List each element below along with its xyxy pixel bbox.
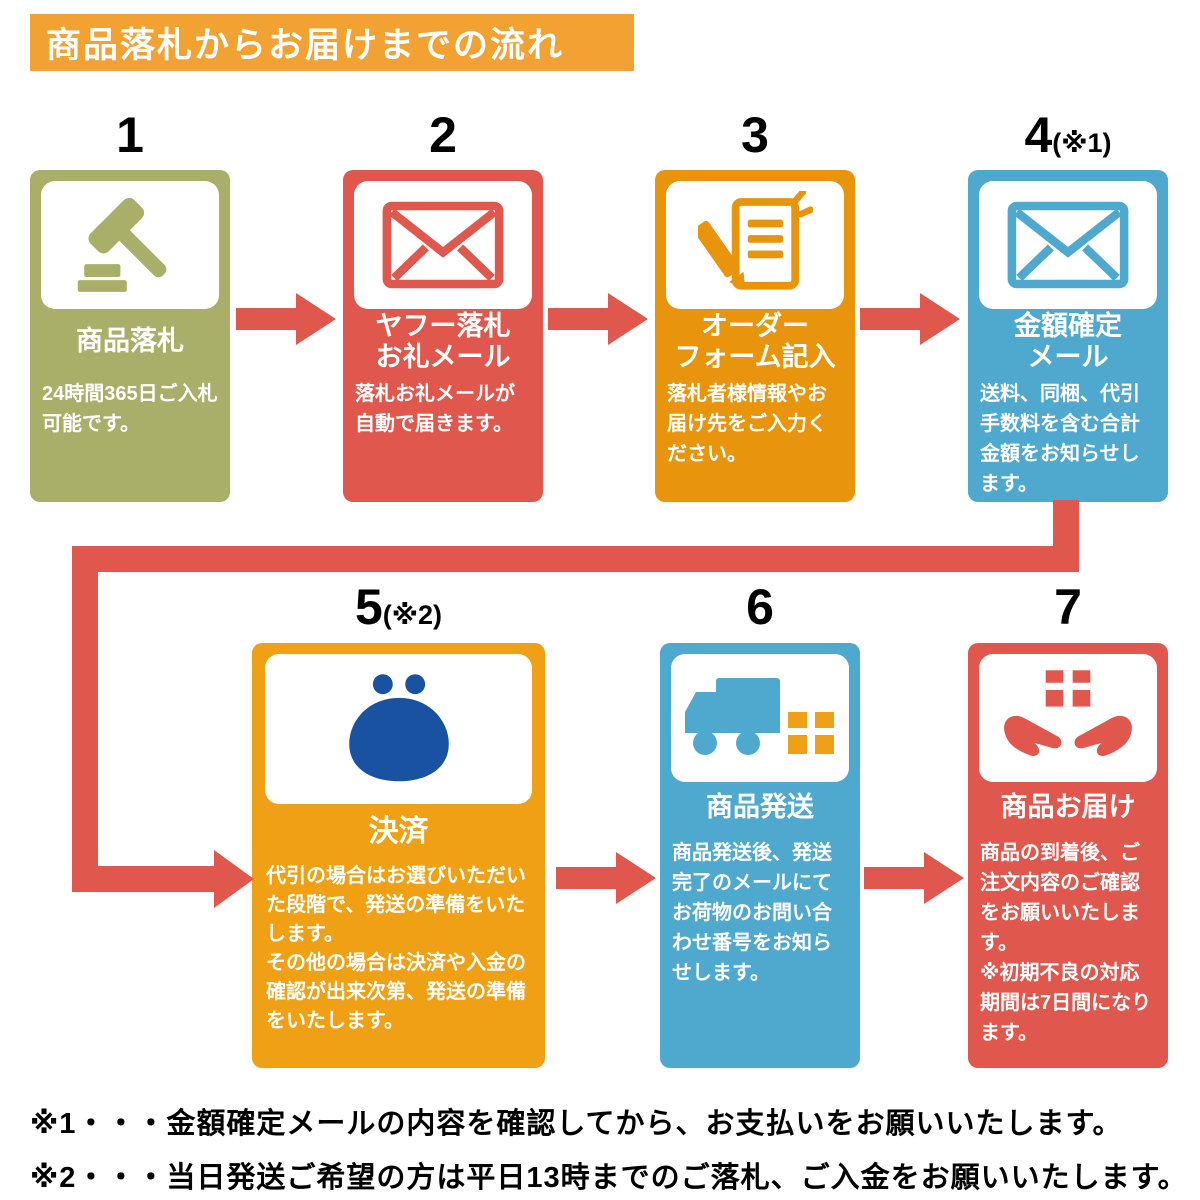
step-title: 決済	[368, 814, 429, 848]
step-desc: 商品の到着後、ご注文内容のご確認をお願いいたします。 ※初期不良の対応期間は7日…	[980, 842, 1152, 1044]
arrow-head-icon	[214, 850, 254, 908]
arrow-right-icon	[236, 293, 336, 345]
footnote-1: ※1・・・金額確定メールの内容を確認してから、お支払いをお願いいたします。	[30, 1108, 1123, 1140]
card-delivery: 商品お届け 商品の到着後、ご注文内容のご確認をお願いいたします。 ※初期不良の対…	[968, 643, 1168, 1068]
coin-purse-icon	[348, 674, 449, 782]
flow-connector-left-down	[72, 546, 98, 892]
flow-connector-into-step5	[72, 866, 214, 892]
step-title: オーダー フォーム記入	[674, 310, 836, 372]
mail-icon	[382, 201, 504, 289]
hands-delivery-icon	[1004, 670, 1132, 756]
icon-panel	[671, 654, 849, 782]
order-form-icon	[697, 191, 813, 290]
step-number-5: 5(※2)	[354, 579, 443, 635]
arrow-right-icon	[864, 852, 964, 904]
icon-panel	[666, 181, 844, 309]
arrow-right-icon	[556, 852, 656, 904]
icon-panel	[41, 181, 219, 309]
icon-panel	[979, 654, 1157, 782]
step-number-4: 4(※1)	[1024, 107, 1112, 163]
icon-panel	[265, 654, 532, 804]
gavel-icon	[77, 197, 167, 292]
card-thanks-mail: ヤフー落札 お礼メール 落札お礼メールが自動で届きます。	[343, 170, 543, 502]
step-desc: 24時間365日ご入札可能です。	[42, 383, 218, 435]
truck-icon	[685, 678, 834, 755]
step-desc: 送料、同梱、代引手数料を含む合計金額をお知らせします。	[980, 383, 1140, 495]
card-shipping: 商品発送 商品発送後、発送完了のメールにてお荷物のお問い合わせ番号をお知らせしま…	[660, 643, 860, 1068]
footnote-2: ※2・・・当日発送ご希望の方は平日13時までのご落札、ご入金をお願いいたします。	[30, 1162, 1188, 1194]
step-title: 商品発送	[706, 792, 814, 823]
step-desc: 落札お礼メールが自動で届きます。	[355, 383, 515, 435]
card-payment: 決済 代引の場合はお選びいただいた段階で、発送の準備をいたします。 その他の場合…	[252, 643, 545, 1068]
step-desc: 落札者様情報やお届け先をご入力ください。	[667, 383, 827, 465]
step-title: ヤフー落札 お礼メール	[375, 310, 511, 372]
step-desc: 商品発送後、発送完了のメールにてお荷物のお問い合わせ番号をお知らせします。	[672, 842, 832, 984]
step-number-3: 3	[741, 107, 769, 163]
card-price-mail: 金額確定 メール 送料、同梱、代引手数料を含む合計金額をお知らせします。	[968, 170, 1168, 502]
step-number-6: 6	[746, 579, 774, 635]
step-number-2: 2	[429, 107, 457, 163]
card-order-form: オーダー フォーム記入 落札者様情報やお届け先をご入力ください。	[655, 170, 855, 502]
step-number-7: 7	[1054, 579, 1082, 635]
icon-panel	[354, 181, 532, 309]
step-number-1: 1	[116, 107, 144, 163]
arrow-right-icon	[548, 293, 648, 345]
flow-connector-across	[72, 546, 1079, 572]
arrow-right-icon	[860, 293, 960, 345]
step-title: 商品お届け	[1000, 792, 1136, 823]
card-auction-win: 商品落札 24時間365日ご入札可能です。	[30, 170, 230, 502]
step-title: 商品落札	[76, 326, 184, 357]
icon-panel	[979, 181, 1157, 309]
step-title: 金額確定 メール	[1014, 310, 1122, 372]
page-title: 商品落札からお届けまでの流れ	[30, 14, 634, 71]
step-desc: 代引の場合はお選びいただいた段階で、発送の準備をいたします。 その他の場合は決済…	[266, 865, 526, 1032]
mail-icon	[1007, 201, 1129, 289]
